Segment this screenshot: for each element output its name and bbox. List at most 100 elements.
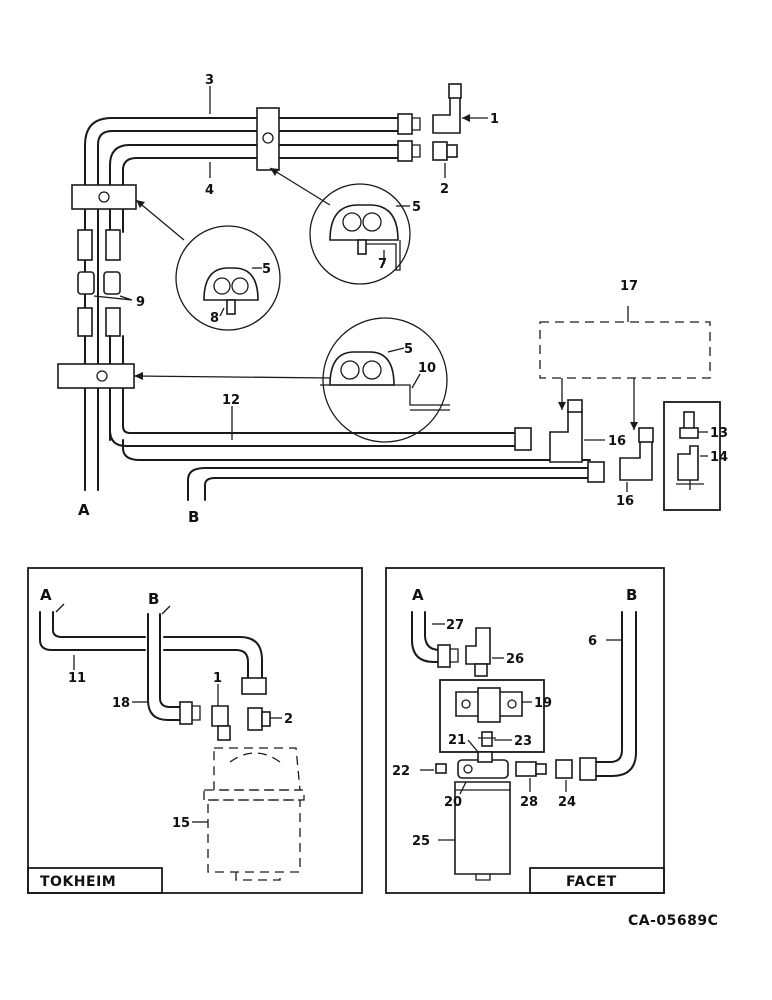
callout-1: 1 bbox=[490, 112, 499, 127]
tokheim-frame bbox=[27, 567, 363, 894]
callout-16-right: 16 bbox=[616, 494, 634, 509]
elbow-thread bbox=[217, 725, 231, 741]
facet-panel: FACET bbox=[385, 567, 665, 894]
fitting-14 bbox=[677, 445, 699, 481]
callout-13: 13 bbox=[710, 426, 728, 441]
callout-10: 10 bbox=[418, 361, 436, 376]
callout-23: 23 bbox=[514, 734, 532, 749]
filter-head-port bbox=[477, 751, 493, 763]
clamp-detail-circle-upper bbox=[309, 183, 411, 285]
callout-21: 21 bbox=[448, 733, 466, 748]
fitting-2-thread bbox=[446, 144, 458, 158]
callout-11: 11 bbox=[68, 671, 86, 686]
elbow-thread bbox=[448, 83, 462, 99]
tank-outline-17 bbox=[539, 321, 711, 379]
pipe-end-fitting bbox=[105, 229, 121, 261]
callout-1-tokheim: 1 bbox=[213, 671, 222, 686]
label-b: B bbox=[188, 508, 199, 526]
callout-15: 15 bbox=[172, 816, 190, 831]
drawing-number: CA-05689C bbox=[628, 913, 718, 929]
clamp-detail-circle-left bbox=[175, 225, 281, 331]
pipe-3-nut bbox=[397, 113, 413, 135]
pipe-end-fitting bbox=[77, 307, 93, 337]
callout-18: 18 bbox=[112, 696, 130, 711]
fitting-23 bbox=[481, 731, 493, 747]
fitting-22 bbox=[435, 763, 447, 774]
callout-28: 28 bbox=[520, 795, 538, 810]
tokheim-title: TOKHEIM bbox=[40, 874, 116, 890]
facet-title-box bbox=[529, 867, 665, 894]
facet-title: FACET bbox=[566, 874, 617, 890]
elbow-16-left bbox=[549, 409, 583, 463]
pipe-12-nut bbox=[514, 427, 532, 451]
callout-5-upper: 5 bbox=[412, 200, 421, 215]
pipe-clamp-lower bbox=[57, 363, 135, 389]
facet-label-b: B bbox=[626, 586, 637, 604]
tokheim-panel: TOKHEIM A B 11 18 bbox=[27, 567, 363, 894]
callout-5-left: 5 bbox=[262, 262, 271, 277]
fitting-24 bbox=[555, 759, 573, 779]
callout-3: 3 bbox=[205, 73, 214, 88]
pipe-b-nut bbox=[587, 461, 605, 483]
return-pipe-nut bbox=[241, 677, 267, 695]
callout-7: 7 bbox=[378, 257, 387, 272]
callout-14: 14 bbox=[710, 450, 728, 465]
clamp-detail-circle-lower bbox=[322, 317, 448, 443]
clamp-5 bbox=[329, 351, 395, 386]
clamp-5 bbox=[203, 267, 259, 301]
fitting-thread bbox=[261, 711, 271, 727]
fitting-2-tokheim bbox=[247, 707, 263, 731]
fitting-2 bbox=[432, 141, 448, 161]
callout-8: 8 bbox=[210, 311, 219, 326]
callout-4: 4 bbox=[205, 183, 214, 198]
union-9 bbox=[77, 271, 95, 295]
facet-label-a: A bbox=[412, 586, 424, 604]
tokheim-title-box bbox=[27, 867, 163, 894]
clamp-5 bbox=[329, 204, 399, 241]
elbow-1-tokheim bbox=[211, 705, 229, 727]
callout-2-tokheim: 2 bbox=[284, 712, 293, 727]
callout-17: 17 bbox=[620, 279, 638, 294]
fitting-28 bbox=[515, 761, 537, 777]
inset-box-13-14 bbox=[663, 401, 721, 511]
pipe-end-fitting bbox=[105, 307, 121, 337]
elbow-thread bbox=[474, 663, 488, 677]
pipe-27-nut bbox=[437, 644, 451, 668]
pipe-4-nut bbox=[397, 140, 413, 162]
callout-9: 9 bbox=[136, 295, 145, 310]
elbow-26 bbox=[465, 627, 491, 665]
label-a: A bbox=[78, 501, 90, 519]
facet-frame bbox=[385, 567, 665, 894]
clamp-bolt bbox=[357, 239, 367, 255]
callout-24: 24 bbox=[558, 795, 576, 810]
clamp-bolt bbox=[226, 299, 236, 315]
fitting-28-thread bbox=[535, 763, 547, 775]
elbow-thread bbox=[567, 399, 583, 413]
callout-26: 26 bbox=[506, 652, 524, 667]
pipe-6-nut bbox=[579, 757, 597, 781]
callout-20: 20 bbox=[444, 795, 462, 810]
callout-27: 27 bbox=[446, 618, 464, 633]
tokheim-label-b: B bbox=[148, 590, 159, 608]
callout-5-lower: 5 bbox=[404, 342, 413, 357]
callout-6: 6 bbox=[588, 634, 597, 649]
pipe-end-fitting bbox=[77, 229, 93, 261]
elbow-1 bbox=[432, 95, 461, 134]
pipe-clamp-left bbox=[71, 184, 137, 210]
callout-25: 25 bbox=[412, 834, 430, 849]
bracket-19-center bbox=[477, 687, 501, 723]
callout-2: 2 bbox=[440, 182, 449, 197]
filter-bowl-25 bbox=[454, 781, 511, 875]
pipe-18-nut bbox=[179, 701, 193, 725]
callout-16-left: 16 bbox=[608, 434, 626, 449]
callout-22: 22 bbox=[392, 764, 410, 779]
callout-12: 12 bbox=[222, 393, 240, 408]
elbow-thread bbox=[638, 427, 654, 443]
upper-fuel-line-assembly: 1 2 3 4 5 5 5 7 8 9 10 12 13 14 16 16 17… bbox=[57, 73, 728, 526]
fitting-13-nut bbox=[679, 427, 699, 439]
pipe-clamp-upper bbox=[256, 107, 280, 171]
callout-19: 19 bbox=[534, 696, 552, 711]
tokheim-label-a: A bbox=[40, 586, 52, 604]
union-9 bbox=[103, 271, 121, 295]
